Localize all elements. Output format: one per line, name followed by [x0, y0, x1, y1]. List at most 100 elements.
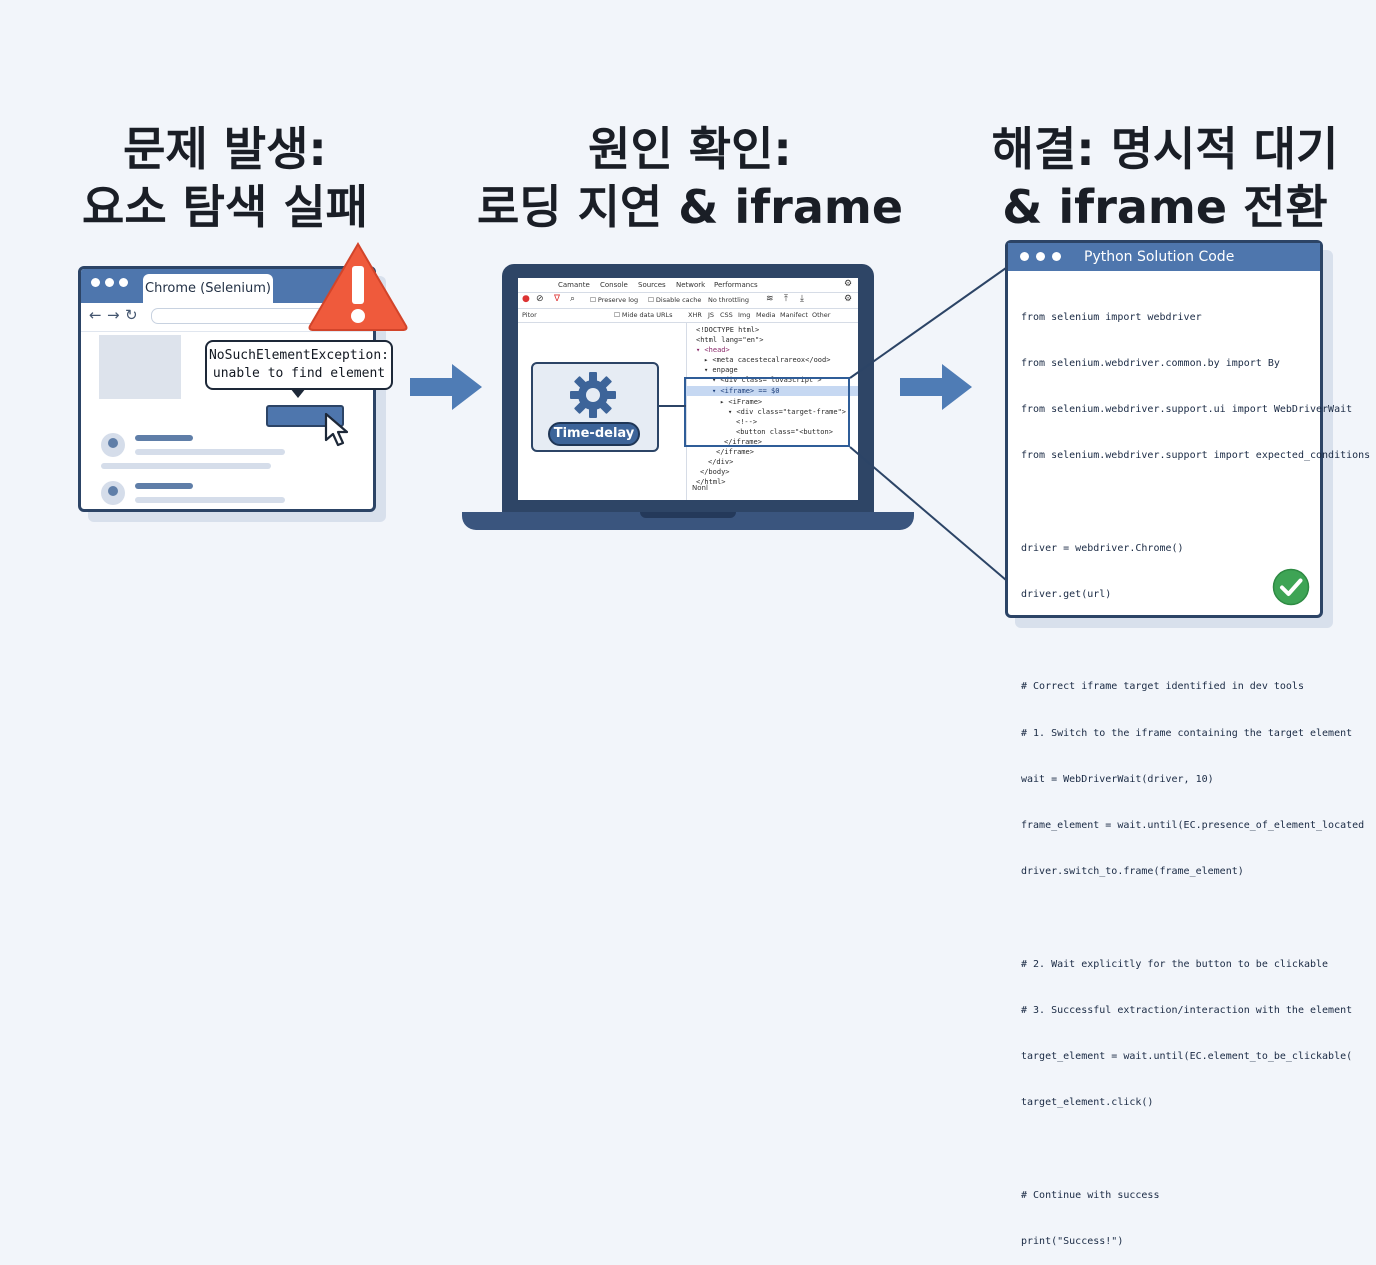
filter-manifest[interactable]: Manifect [780, 311, 808, 319]
target-button[interactable] [266, 405, 344, 427]
code-window-title: Python Solution Code [1084, 249, 1235, 265]
dom-node[interactable]: ▾ <head> [696, 346, 730, 354]
window-dot-icon[interactable] [119, 278, 128, 287]
dom-node[interactable]: <!--> [736, 418, 758, 426]
dom-node[interactable]: <!DOCTYPE html> [696, 326, 760, 334]
dom-node[interactable]: ▾ <div class="target-frame"> [728, 408, 847, 416]
filter-icon[interactable]: ∇ [554, 294, 561, 304]
code-line [1021, 633, 1321, 648]
tab-elements[interactable]: Camante [558, 281, 590, 289]
forward-arrow-icon[interactable]: → [107, 306, 120, 324]
code-line: # 2. Wait explicitly for the button to b… [1021, 958, 1329, 970]
upload-icon[interactable]: ⤒ [784, 294, 788, 304]
disable-cache-checkbox[interactable]: ☐ Disable cache [648, 296, 702, 304]
window-dot-icon[interactable] [91, 278, 100, 287]
code-line: target_element.click() [1021, 1097, 1154, 1109]
code-line [1021, 1141, 1321, 1156]
record-icon[interactable]: ● [522, 294, 530, 304]
dom-node[interactable]: </div> [708, 458, 734, 466]
mouse-cursor-icon [324, 412, 349, 447]
gear-icon [570, 372, 616, 418]
code-line [1021, 495, 1321, 510]
code-line: wait = WebDriverWait(driver, 10) [1021, 773, 1214, 785]
devtools-tabs: Camante Console Sources Network Performa… [518, 278, 858, 293]
window-dot-icon[interactable] [1036, 252, 1045, 261]
code-window-titlebar: Python Solution Code [1008, 243, 1320, 271]
reload-icon[interactable]: ↻ [125, 306, 138, 324]
code-line: # Continue with success [1021, 1189, 1160, 1201]
avatar-icon [101, 433, 125, 457]
tab-performance[interactable]: Performancs [714, 281, 758, 289]
window-dot-icon[interactable] [1020, 252, 1029, 261]
devtools-toolbar: ● ⊘ ∇ ⌕ ☐ Preserve log ☐ Disable cache N… [518, 292, 858, 309]
flow-arrow-icon [410, 364, 482, 410]
back-arrow-icon[interactable]: ← [89, 306, 102, 324]
wifi-icon: ≋ [766, 294, 774, 304]
code-line [1021, 910, 1321, 925]
python-code-window: Python Solution Code [1005, 240, 1323, 618]
tab-sources[interactable]: Sources [638, 281, 666, 289]
window-dot-icon[interactable] [105, 278, 114, 287]
warning-icon [308, 242, 408, 331]
dom-node[interactable]: </iframe> [724, 438, 762, 446]
code-line: driver = webdriver.Chrome() [1021, 542, 1184, 554]
tab-network[interactable]: Network [676, 281, 706, 289]
filter-input[interactable]: Pitor [522, 311, 537, 319]
tab-console[interactable]: Console [600, 281, 628, 289]
filter-media[interactable]: Media [756, 311, 776, 319]
code-line: # 3. Successful extraction/interaction w… [1021, 1004, 1353, 1016]
flow-arrow-icon [900, 364, 972, 410]
dom-node-selected[interactable]: ▾ <iframe> == $0 [712, 387, 780, 395]
code-line: frame_element = wait.until(EC.presence_o… [1021, 820, 1365, 832]
dom-node[interactable]: <html lang="en"> [696, 336, 764, 344]
code-line: target_element = wait.until(EC.element_t… [1021, 1051, 1353, 1063]
laptop-notch [640, 512, 736, 518]
filter-other[interactable]: Other [812, 311, 831, 319]
search-icon[interactable]: ⌕ [570, 294, 576, 304]
dom-node[interactable]: <button class="<button> [736, 428, 833, 436]
laptop-base [462, 512, 914, 530]
dom-node[interactable]: ▾ enpage [704, 366, 738, 374]
hide-data-urls-checkbox[interactable]: ☐ Mide data URLs [614, 311, 673, 319]
devtools-page-preview [518, 322, 687, 500]
solution-heading: 해결: 명시적 대기 & iframe 전환 [991, 122, 1339, 234]
problem-heading: 문제 발생: 요소 탐색 실패 [82, 122, 368, 234]
browser-navbar: ← → ↻ [81, 303, 373, 332]
settings-gear-icon[interactable]: ⚙ [844, 294, 853, 304]
filter-img[interactable]: Img [738, 311, 751, 319]
settings-gear-icon[interactable]: ⚙ [844, 279, 853, 289]
dom-node[interactable]: ▸ <meta cacestecalrareox</ood> [704, 356, 831, 364]
avatar-icon [101, 481, 125, 505]
browser-tab[interactable]: Chrome (Selenium) [143, 274, 273, 303]
devtools-status: Nonl [692, 484, 708, 492]
throttling-select[interactable]: No throttling [708, 296, 750, 304]
content-line [135, 497, 285, 503]
window-dot-icon[interactable] [1052, 252, 1061, 261]
filter-xhr[interactable]: XHR [688, 311, 702, 319]
dom-node[interactable]: ▸ <iFrame> [720, 398, 763, 406]
bubble-tail [290, 388, 306, 398]
code-line: driver.get(url) [1021, 589, 1112, 601]
dom-node[interactable]: </iframe> [716, 448, 754, 456]
download-icon[interactable]: ⤓ [800, 294, 804, 304]
devtools-filter-bar: Pitor ☐ Mide data URLs XHR JS CSS Img Me… [518, 308, 858, 323]
code-line: from selenium.webdriver.support.ui impor… [1021, 404, 1353, 416]
preserve-log-checkbox[interactable]: ☐ Preserve log [590, 296, 639, 304]
dom-node[interactable]: </html> [696, 478, 726, 486]
code-line: # Correct iframe target identified in de… [1021, 681, 1304, 693]
filter-css[interactable]: CSS [720, 311, 733, 319]
code-line: from selenium.webdriver.common.by import… [1021, 358, 1280, 370]
dom-node[interactable]: ▾ <div class="lova5cript"> [712, 376, 822, 384]
code-line: driver.switch_to.frame(frame_element) [1021, 866, 1244, 878]
dom-node[interactable]: </body> [700, 468, 730, 476]
time-delay-label: Time-delay [548, 422, 640, 446]
filter-js[interactable]: JS [708, 311, 715, 319]
code-body: from selenium import webdriver from sele… [1021, 279, 1370, 1265]
iframe-highlight-box [684, 377, 850, 447]
clear-icon[interactable]: ⊘ [536, 294, 544, 304]
cause-heading: 원인 확인: 로딩 지연 & iframe [476, 122, 904, 234]
code-line: # 1. Switch to the iframe containing the… [1021, 727, 1353, 739]
browser-titlebar: Chrome (Selenium) [81, 269, 373, 303]
content-image-placeholder [99, 335, 181, 399]
exception-bubble: NoSuchElementException: unable to find e… [205, 340, 393, 390]
